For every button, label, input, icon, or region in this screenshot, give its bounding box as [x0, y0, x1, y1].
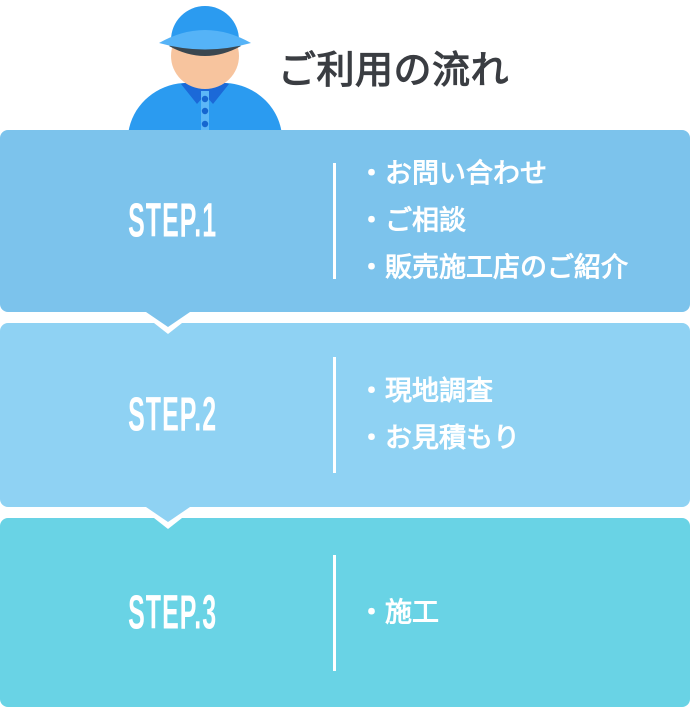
step-2-divider — [333, 357, 336, 473]
worker-icon — [128, 6, 282, 135]
worker-button — [201, 107, 209, 115]
worker-button — [201, 120, 209, 128]
chevron-fill — [146, 312, 190, 327]
step-1-divider — [333, 163, 336, 279]
step-1-panel: STEP.1 ・お問い合わせ ・ご相談 ・販売施工店のご紹介 — [0, 130, 690, 312]
step-2-label: STEP.2 — [0, 388, 346, 443]
list-item: ・お見積もり — [358, 423, 520, 453]
step-3-label: STEP.3 — [0, 585, 346, 640]
step-1-label: STEP.1 — [0, 194, 346, 249]
step-2-item-list: ・現地調査 ・お見積もり — [358, 368, 520, 462]
step-1-item-list: ・お問い合わせ ・ご相談 ・販売施工店のご紹介 — [358, 151, 628, 292]
step-3-panel: STEP.3 ・施工 — [0, 518, 690, 707]
step-2-panel: STEP.2 ・現地調査 ・お見積もり — [0, 323, 690, 507]
list-item: ・ご相談 — [358, 205, 466, 236]
step-3-divider — [333, 554, 336, 671]
page-title: ご利用の流れ — [278, 50, 510, 92]
worker-cap-brim — [159, 30, 251, 50]
chevron-down-icon — [140, 507, 196, 544]
step-2-label-text: STEP.2 — [128, 388, 218, 442]
list-item: ・販売施工店のご紹介 — [358, 252, 628, 283]
step-3-label-text: STEP.3 — [128, 586, 218, 639]
list-item: ・現地調査 — [358, 376, 493, 406]
chevron-fill — [146, 507, 190, 522]
step-3-item-list: ・施工 — [358, 589, 439, 636]
chevron-down-icon — [140, 312, 196, 349]
worker-button — [201, 95, 209, 103]
list-item: ・お問い合わせ — [358, 158, 547, 189]
list-item: ・施工 — [358, 597, 439, 627]
step-1-label-text: STEP.1 — [128, 194, 218, 248]
